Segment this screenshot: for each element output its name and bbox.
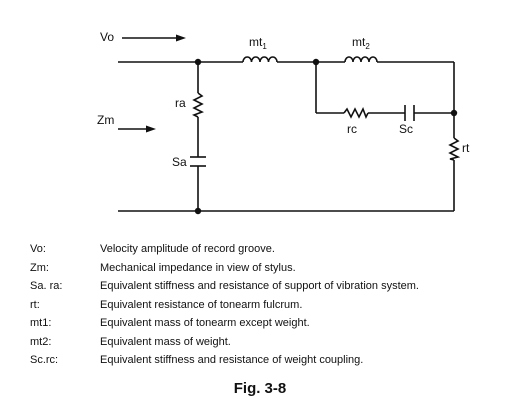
zm-arrow (118, 125, 156, 133)
legend-description: Mechanical impedance in view of stylus. (100, 261, 296, 274)
ra-label: ra (175, 96, 186, 110)
legend-symbol: mt2: (30, 335, 52, 348)
ra-resistor (192, 92, 204, 118)
legend-row: mt1: Equivalent mass of tonearm except w… (30, 314, 510, 333)
figure-caption: Fig. 3-8 (233, 380, 287, 397)
rc-resistor (343, 107, 369, 119)
rt-resistor (448, 137, 461, 161)
mt1-inductor (242, 56, 278, 63)
legend-symbol: Sa. ra: (30, 280, 63, 292)
vo-arrow (122, 34, 186, 42)
mt2-inductor (344, 56, 378, 63)
legend-symbol: Sc.rc: (30, 354, 59, 366)
rc-label: rc (347, 122, 357, 136)
sc-capacitor (404, 105, 415, 121)
junction-dot (194, 207, 202, 215)
mt1-label: mt1 (249, 35, 267, 51)
legend-row: rt: Equivalent resistance of tonearm ful… (30, 296, 510, 315)
junction-dot (450, 109, 458, 117)
legend-row: Sa. ra: Equivalent stiffness and resista… (30, 277, 510, 296)
legend-symbol: Zm: (30, 261, 49, 274)
vo-label: Vo (100, 30, 114, 44)
legend-symbol: Vo: (30, 243, 46, 255)
legend-description: Equivalent mass of tonearm except weight… (100, 317, 310, 329)
circuit-diagram: Vo Zm mt1 mt2 ra Sa rc (97, 30, 470, 215)
legend-description: Equivalent resistance of tonearm fulcrum… (100, 298, 303, 311)
mt2-label: mt2 (352, 35, 370, 51)
legend-row: mt2: Equivalent mass of weight. (30, 333, 510, 352)
rc-sc-branch-wire (315, 62, 454, 114)
legend-row: Vo: Velocity amplitude of record groove. (30, 240, 510, 259)
sc-label: Sc (399, 122, 413, 136)
junction-dot (312, 58, 320, 66)
legend-description: Equivalent stiffness and resistance of s… (100, 280, 419, 292)
zm-label: Zm (97, 113, 114, 127)
legend-row: Sc.rc: Equivalent stiffness and resistan… (30, 351, 510, 370)
legend-description: Equivalent mass of weight. (100, 335, 231, 348)
sa-label: Sa (172, 155, 187, 169)
legend: Vo: Velocity amplitude of record groove.… (30, 240, 510, 370)
legend-row: Zm: Mechanical impedance in view of styl… (30, 259, 510, 278)
legend-symbol: mt1: (30, 317, 52, 329)
legend-description: Velocity amplitude of record groove. (100, 243, 275, 255)
junction-dot (194, 58, 202, 66)
legend-symbol: rt: (30, 298, 40, 311)
legend-description: Equivalent stiffness and resistance of w… (100, 354, 364, 366)
sa-capacitor (190, 156, 206, 167)
rt-label: rt (462, 141, 470, 155)
